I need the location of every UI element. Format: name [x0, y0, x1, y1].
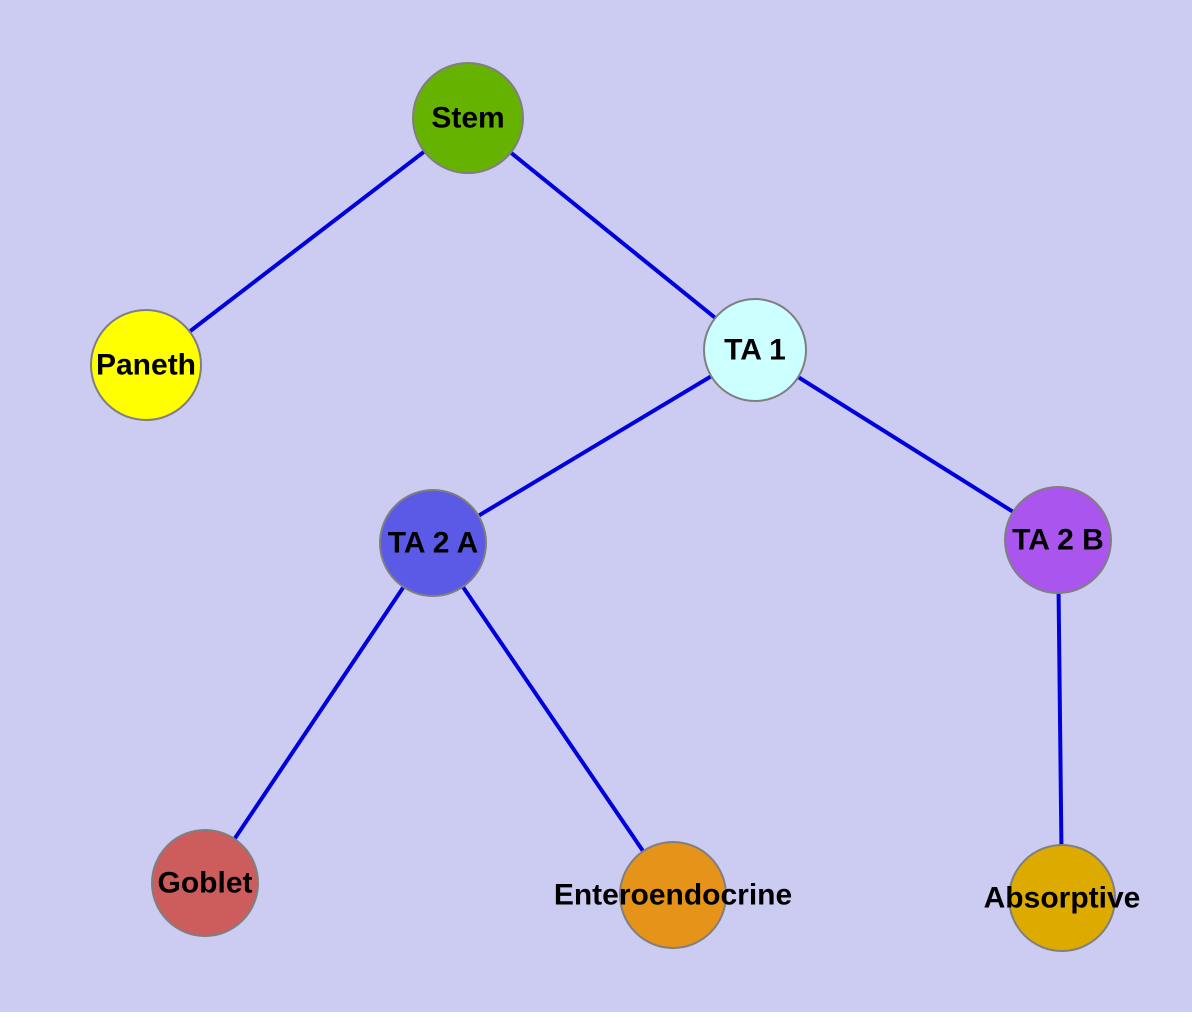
edge-stem-ta-1: [466, 116, 757, 352]
edge-stem-paneth: [144, 116, 470, 367]
node-absorptive[interactable]: [1008, 844, 1116, 952]
edge-ta-2-b-absorptive: [1056, 539, 1064, 899]
edge-ta-2-a-goblet: [203, 541, 435, 885]
node-stem[interactable]: [412, 62, 524, 174]
edge-ta-1-ta-2-a: [431, 348, 757, 545]
node-enteroendocrine[interactable]: [619, 841, 727, 949]
node-paneth[interactable]: [90, 309, 202, 421]
node-goblet[interactable]: [151, 829, 259, 937]
node-ta-2-a[interactable]: [379, 489, 487, 597]
node-ta-1[interactable]: [703, 298, 807, 402]
edge-ta-1-ta-2-b: [753, 348, 1060, 542]
node-ta-2-b[interactable]: [1004, 486, 1112, 594]
edge-ta-2-a-enteroendocrine: [431, 541, 675, 897]
